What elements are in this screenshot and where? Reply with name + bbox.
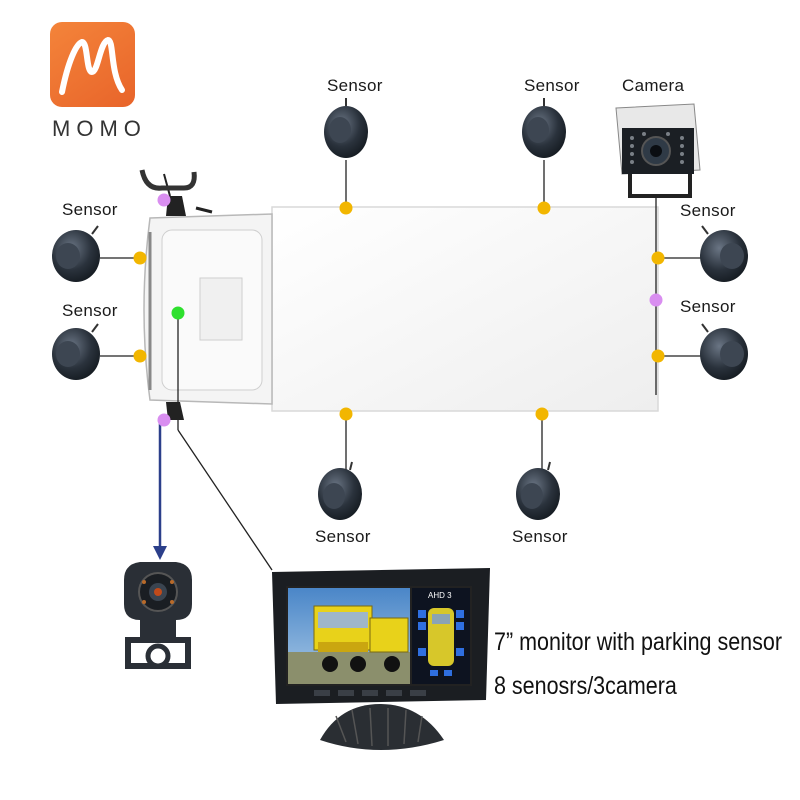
side-camera-icon	[124, 562, 192, 669]
sensor-label-top-2: Sensor	[524, 76, 580, 95]
sensor-label-bottom-2: Sensor	[512, 527, 568, 546]
sensor-label-bottom-1: Sensor	[315, 527, 371, 546]
monitor-icon	[272, 568, 490, 750]
sensor-icon	[52, 98, 748, 520]
camera-icon	[615, 103, 701, 198]
sensor-label-left-2: Sensor	[62, 301, 118, 320]
connection-dots	[133, 193, 665, 427]
monitor-screen-tag: AHD 3	[428, 591, 452, 600]
sensor-label-left-1: Sensor	[62, 200, 118, 219]
cab-hatch	[199, 277, 243, 341]
brand-name: MOMO	[52, 116, 147, 141]
cargo-box	[271, 206, 659, 412]
logo-icon	[50, 22, 135, 107]
camera-label: Camera	[622, 76, 685, 95]
sensor-label-top-1: Sensor	[327, 76, 383, 95]
caption-line-1: 7” monitor with parking sensor	[494, 628, 782, 656]
sensor-label-right-2: Sensor	[680, 297, 736, 316]
caption-line-2: 8 senosrs/3camera	[494, 672, 677, 700]
sensor-label-right-1: Sensor	[680, 201, 736, 220]
